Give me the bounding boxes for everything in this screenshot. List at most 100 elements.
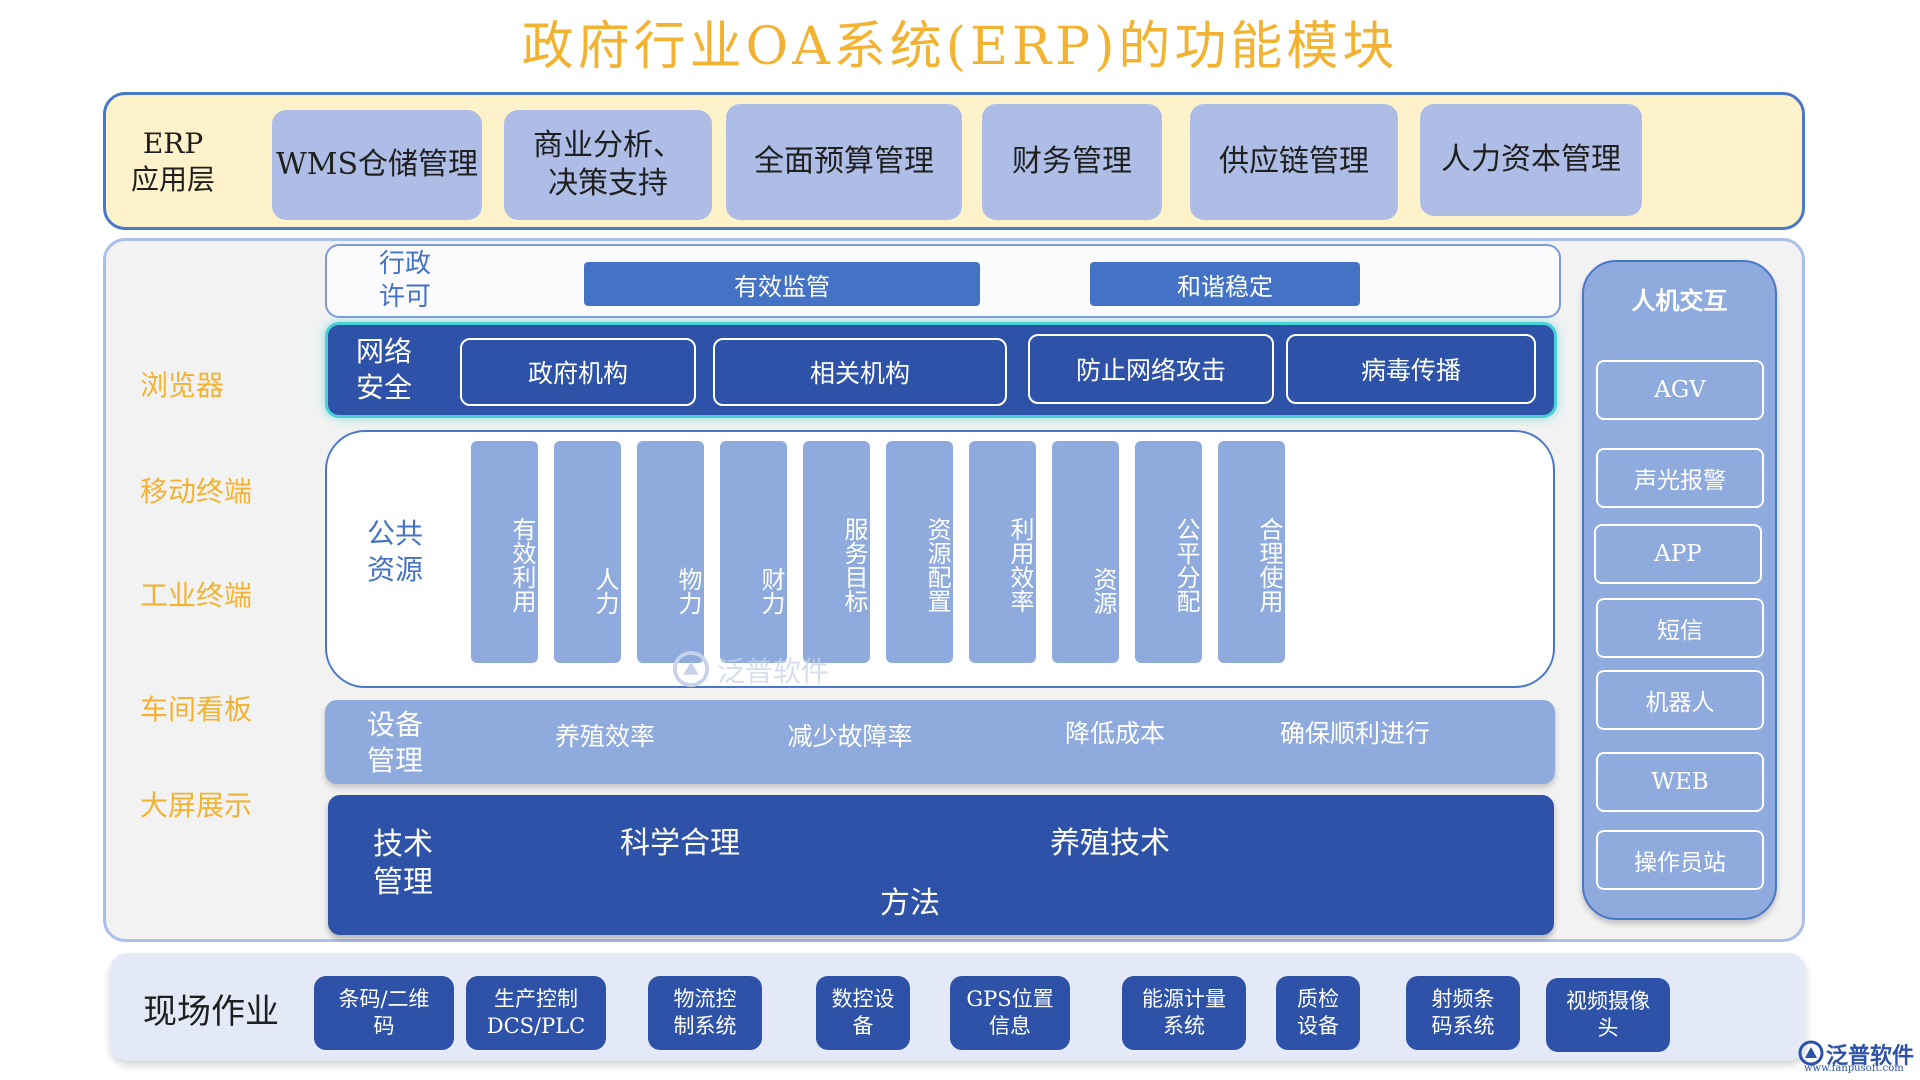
- client-industrial: 工业终端: [140, 579, 253, 612]
- field-item-energy[interactable]: 能源计量 系统: [1122, 976, 1246, 1050]
- hmi-item-app[interactable]: APP: [1594, 524, 1762, 584]
- erp-layer-label: ERP 应用层: [118, 122, 228, 202]
- field-item-dcs-plc[interactable]: 生产控制 DCS/PLC: [466, 976, 606, 1050]
- admin-item-stability[interactable]: 和谐稳定: [1090, 262, 1360, 306]
- erp-module-budget[interactable]: 全面预算管理: [726, 104, 962, 220]
- hmi-title: 人机交互: [1631, 285, 1728, 315]
- field-item-rfid[interactable]: 射频条 码系统: [1406, 976, 1520, 1050]
- tech-item-scientific: 科学合理: [620, 826, 740, 861]
- erp-module-finance[interactable]: 财务管理: [982, 104, 1162, 220]
- watermark-logo-icon: [672, 650, 710, 688]
- erp-label-line1: ERP: [142, 127, 204, 160]
- resource-item-finance[interactable]: 财力: [720, 441, 787, 663]
- equipment-item-fault-rate: 减少故障率: [787, 722, 913, 751]
- admin-label-line2: 许可: [378, 282, 431, 312]
- admin-label-line1: 行政: [378, 249, 431, 279]
- equipment-label-line1: 设备: [366, 708, 423, 741]
- erp-module-text: 全面预算管理: [754, 144, 934, 179]
- brand-logo-icon: [1798, 1040, 1824, 1066]
- erp-module-text: 决策支持: [548, 166, 668, 201]
- network-security-label: 网络 安全: [344, 334, 424, 406]
- erp-module-analytics[interactable]: 商业分析、 决策支持: [504, 110, 712, 220]
- erp-module-supply-chain[interactable]: 供应链管理: [1190, 104, 1398, 220]
- resource-item-service-target[interactable]: 服务目标: [803, 441, 870, 663]
- network-item-gov-agency[interactable]: 政府机构: [460, 338, 696, 406]
- technical-management-row: [328, 795, 1554, 935]
- brand-logo-url: www.fanpusoft.com: [1804, 1063, 1904, 1074]
- equipment-item-cost: 降低成本: [1064, 719, 1165, 748]
- field-item-text: 设备: [1297, 1014, 1339, 1038]
- network-item-virus-spread[interactable]: 病毒传播: [1286, 334, 1536, 404]
- erp-module-text: 商业分析、: [533, 128, 683, 163]
- erp-module-hr[interactable]: 人力资本管理: [1420, 104, 1642, 216]
- tech-label-line2: 管理: [373, 865, 433, 900]
- technical-management-label: 技术 管理: [358, 824, 448, 904]
- page-title: 政府行业OA系统(ERP)的功能模块: [521, 16, 1399, 77]
- field-item-text: 射频条: [1431, 987, 1495, 1011]
- erp-label-line2: 应用层: [130, 163, 215, 196]
- resource-item-effective-use[interactable]: 有效利用: [471, 441, 538, 663]
- resource-item-allocation[interactable]: 资源配置: [886, 441, 953, 663]
- equipment-item-efficiency: 养殖效率: [554, 722, 655, 751]
- field-operations-label: 现场作业: [143, 991, 279, 1032]
- field-item-cnc[interactable]: 数控设 备: [816, 976, 910, 1050]
- hmi-item-sms[interactable]: 短信: [1596, 598, 1764, 658]
- field-item-barcode[interactable]: 条码/二维 码: [314, 976, 454, 1050]
- resource-item-manpower[interactable]: 人力: [554, 441, 621, 663]
- client-browser: 浏览器: [140, 369, 225, 402]
- resource-item-material[interactable]: 物力: [637, 441, 704, 663]
- field-item-text: DCS/PLC: [486, 1014, 586, 1038]
- hmi-item-agv[interactable]: AGV: [1596, 360, 1764, 420]
- field-item-camera[interactable]: 视频摄像 头: [1546, 978, 1670, 1052]
- network-item-related-agency[interactable]: 相关机构: [713, 338, 1007, 406]
- equipment-label-line2: 管理: [366, 744, 423, 777]
- public-resources-label: 公共 资源: [355, 516, 435, 588]
- network-label-line2: 安全: [355, 371, 412, 404]
- brand-logo-text: 泛普软件: [1826, 1043, 1915, 1069]
- admin-license-label: 行政 许可: [360, 244, 450, 318]
- hmi-item-alarm[interactable]: 声光报警: [1596, 448, 1764, 508]
- tech-item-method: 方法: [880, 886, 940, 921]
- resources-label-line1: 公共: [366, 517, 423, 550]
- field-item-text: 条码/二维: [338, 987, 430, 1011]
- field-item-text: 物流控: [673, 987, 737, 1011]
- hmi-panel: [1582, 260, 1777, 920]
- equipment-management-row: [325, 700, 1555, 784]
- resource-item-resources[interactable]: 资源: [1052, 441, 1119, 663]
- erp-module-wms[interactable]: WMS仓储管理: [272, 110, 482, 220]
- client-big-screen: 大屏展示: [140, 789, 253, 822]
- equipment-item-smooth-run: 确保顺利进行: [1279, 719, 1430, 748]
- tech-label-line1: 技术: [373, 827, 433, 862]
- network-item-prevent-attack[interactable]: 防止网络攻击: [1028, 334, 1274, 404]
- admin-item-supervision[interactable]: 有效监管: [584, 262, 980, 306]
- tech-item-breeding-tech: 养殖技术: [1050, 826, 1170, 861]
- resources-label-line2: 资源: [366, 553, 423, 586]
- equipment-management-label: 设备 管理: [355, 706, 435, 780]
- resource-item-efficiency[interactable]: 利用效率: [969, 441, 1036, 663]
- hmi-item-web[interactable]: WEB: [1596, 752, 1764, 812]
- resource-item-fair-distribution[interactable]: 公平分配: [1135, 441, 1202, 663]
- field-item-text: 数控设: [831, 987, 895, 1011]
- field-item-text: 码系统: [1431, 1014, 1495, 1038]
- field-item-text: 系统: [1163, 1014, 1205, 1038]
- watermark-text: 泛普软件: [716, 655, 829, 688]
- field-item-text: 能源计量: [1142, 987, 1226, 1011]
- erp-module-text: 财务管理: [1012, 144, 1132, 179]
- erp-module-text: WMS仓储管理: [275, 147, 479, 182]
- field-item-logistics[interactable]: 物流控 制系统: [648, 976, 762, 1050]
- hmi-item-robot[interactable]: 机器人: [1596, 670, 1764, 730]
- field-item-text: 头: [1597, 1016, 1619, 1040]
- resource-item-rational-use[interactable]: 合理使用: [1218, 441, 1285, 663]
- field-item-text: 生产控制: [494, 987, 578, 1011]
- field-item-text: 质检: [1297, 987, 1339, 1011]
- network-label-line1: 网络: [355, 335, 412, 368]
- field-item-gps[interactable]: GPS位置 信息: [950, 976, 1070, 1050]
- erp-module-text: 供应链管理: [1219, 144, 1369, 179]
- client-mobile: 移动终端: [140, 475, 253, 508]
- erp-module-text: 人力资本管理: [1441, 142, 1621, 177]
- field-item-text: 备: [852, 1014, 874, 1038]
- field-item-text: 视频摄像: [1566, 989, 1650, 1013]
- field-item-qc[interactable]: 质检 设备: [1276, 976, 1360, 1050]
- hmi-item-operator-station[interactable]: 操作员站: [1596, 830, 1764, 890]
- field-item-text: 制系统: [673, 1014, 737, 1038]
